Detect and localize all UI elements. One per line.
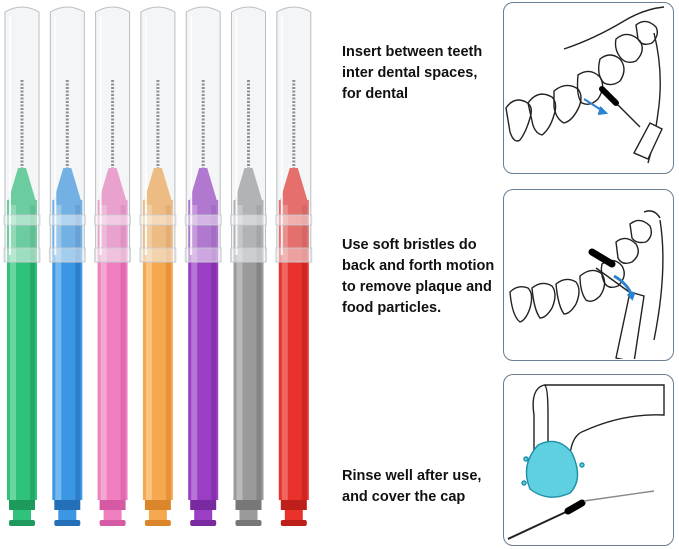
interdental-brush bbox=[230, 6, 267, 526]
interdental-brush bbox=[275, 6, 313, 526]
interdental-brush bbox=[3, 6, 41, 526]
clear-cap bbox=[140, 6, 176, 263]
clear-cap bbox=[49, 6, 85, 263]
brush-tool bbox=[599, 86, 663, 160]
arrow-icon bbox=[583, 98, 609, 115]
step-3-line-1: Rinse well after use, bbox=[342, 468, 482, 484]
clear-cap bbox=[276, 6, 312, 263]
step-3-text: Rinse well after use, and cover the cap bbox=[342, 466, 512, 508]
interdental-brush bbox=[184, 6, 222, 526]
step-2-line-4: food particles. bbox=[342, 300, 442, 316]
clear-cap bbox=[4, 6, 40, 263]
water-splash bbox=[521, 440, 585, 498]
counter-edge bbox=[583, 490, 655, 502]
step-1-text: Insert between teeth inter dental spaces… bbox=[342, 42, 512, 105]
brushing-motion-illustration bbox=[503, 189, 674, 361]
rinse-under-tap-illustration bbox=[503, 374, 674, 546]
interdental-brush bbox=[139, 6, 177, 526]
interdental-brushes-group bbox=[3, 6, 313, 526]
step-2-line-3: to remove plaque and bbox=[342, 279, 492, 295]
interdental-brush bbox=[94, 6, 131, 526]
curved-arrow-icon bbox=[613, 274, 636, 301]
tooth-insert-illustration bbox=[503, 2, 674, 174]
step-2-text: Use soft bristles do back and forth moti… bbox=[342, 235, 512, 319]
brush-tool bbox=[507, 499, 586, 540]
clear-cap bbox=[231, 6, 266, 263]
step-3-line-2: and cover the cap bbox=[342, 489, 466, 505]
clear-cap bbox=[95, 6, 131, 263]
lower-teeth-row bbox=[505, 6, 665, 164]
clear-cap bbox=[185, 6, 221, 263]
step-2-line-1: Use soft bristles do bbox=[342, 237, 477, 253]
lower-teeth-row bbox=[509, 210, 664, 341]
faucet-icon bbox=[532, 384, 665, 456]
step-1-line-1: Insert between teeth bbox=[342, 44, 483, 60]
step-1-line-2: inter dental spaces, bbox=[342, 65, 478, 81]
step-1-line-3: for dental bbox=[342, 86, 409, 102]
interdental-brush bbox=[48, 6, 86, 526]
brush-tool bbox=[588, 248, 645, 359]
step-2-line-2: back and forth motion bbox=[342, 258, 495, 274]
